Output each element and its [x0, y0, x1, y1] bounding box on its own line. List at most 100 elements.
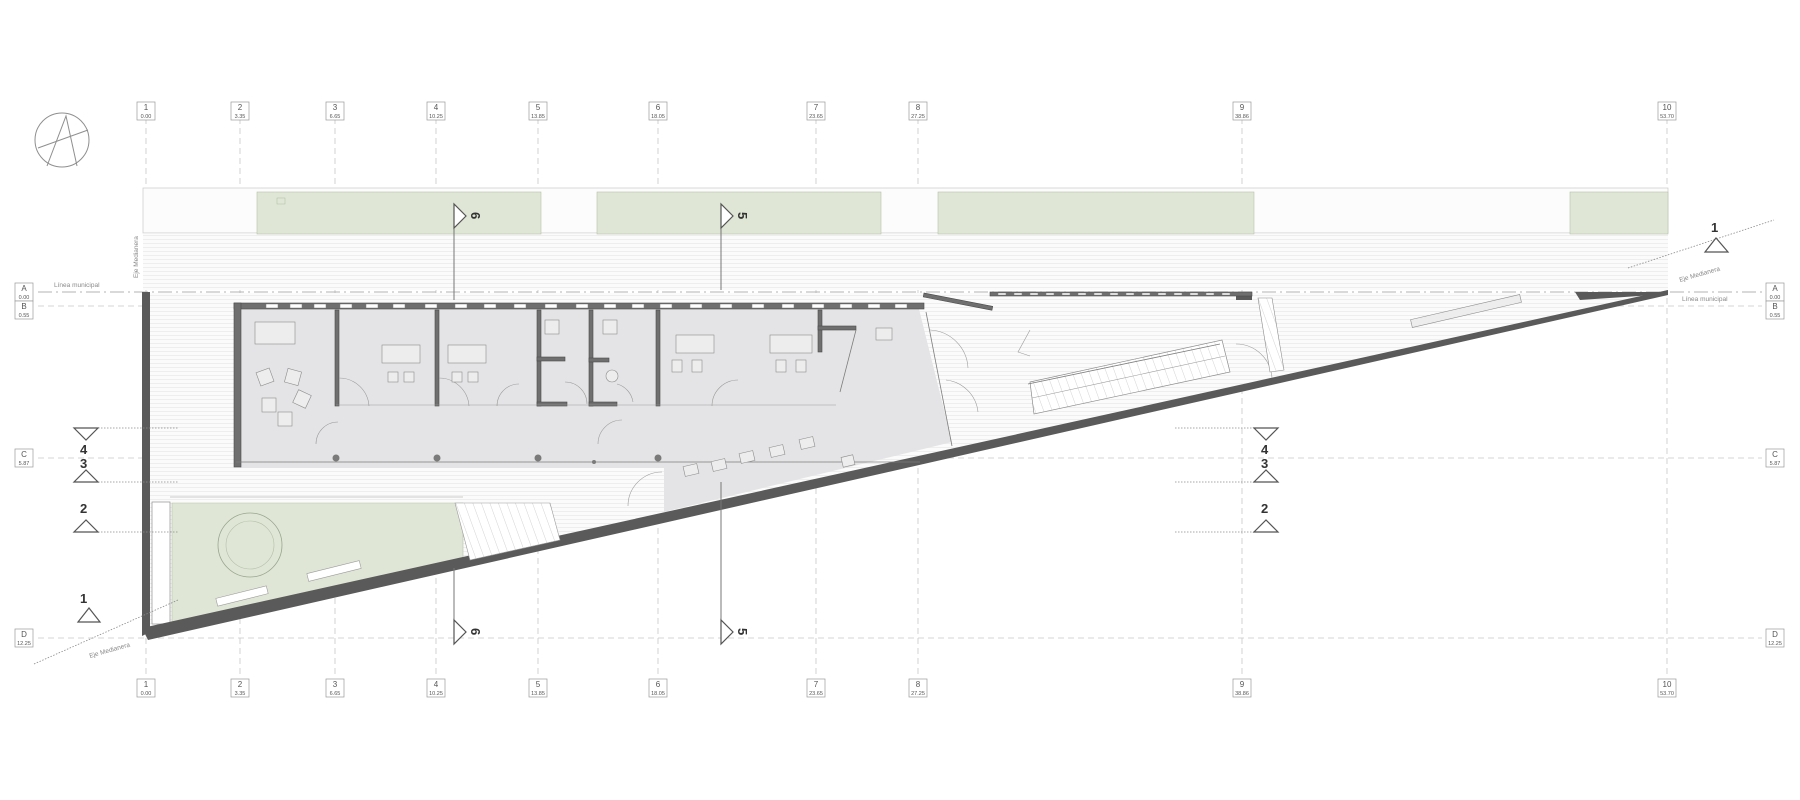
- grid-tag-3-bottom: 3 6.65: [325, 678, 345, 698]
- section-marker-4-right: 4: [1252, 427, 1280, 457]
- svg-text:5: 5: [735, 628, 750, 635]
- grid-tag-A-right: A 0.00: [1765, 282, 1785, 302]
- svg-text:9: 9: [1240, 680, 1245, 689]
- svg-text:6.65: 6.65: [330, 114, 341, 120]
- svg-text:C: C: [1772, 450, 1778, 459]
- svg-text:3: 3: [1261, 456, 1268, 471]
- grid-tag-C-left: C 5.87: [14, 448, 34, 468]
- svg-text:3: 3: [333, 680, 338, 689]
- svg-text:0.00: 0.00: [141, 114, 152, 120]
- grid-tag-4-bottom: 4 10.25: [426, 678, 446, 698]
- section-marker-1-bottom-left: 1: [76, 591, 102, 623]
- grid-tag-8-top: 8 27.25: [908, 101, 928, 121]
- grid-tag-C-right: C 5.87: [1765, 448, 1785, 468]
- svg-text:B: B: [21, 302, 26, 311]
- door-swings: [315, 329, 1273, 507]
- svg-text:23.65: 23.65: [809, 114, 823, 120]
- furniture: [254, 294, 1522, 477]
- svg-text:6: 6: [468, 212, 483, 219]
- row-tags-right: A 0.00 B 0.55 C 5.87 D 12.25: [1765, 282, 1785, 648]
- svg-text:10.25: 10.25: [429, 114, 443, 120]
- stairs: [454, 297, 1285, 561]
- svg-text:Eje Medianera: Eje Medianera: [133, 236, 140, 278]
- svg-text:3.35: 3.35: [235, 691, 246, 697]
- grid-tag-8-bottom: 8 27.25: [908, 678, 928, 698]
- svg-text:0.55: 0.55: [1770, 313, 1781, 319]
- grid-tag-2-bottom: 2 3.35: [230, 678, 250, 698]
- grid-tag-1-top: 1 0.00: [136, 101, 156, 121]
- svg-text:A: A: [21, 284, 27, 293]
- svg-text:7: 7: [814, 680, 819, 689]
- svg-text:1: 1: [144, 680, 149, 689]
- grid-tag-A-left: A 0.00: [14, 282, 34, 302]
- svg-text:3.35: 3.35: [235, 114, 246, 120]
- grid-tag-5-top: 5 13.85: [528, 101, 548, 121]
- svg-text:4: 4: [80, 442, 88, 457]
- svg-text:5.87: 5.87: [1770, 461, 1781, 467]
- section-marker-3-right: 3: [1252, 456, 1280, 483]
- grid-tag-7-top: 7 23.65: [806, 101, 826, 121]
- planter-3: [937, 191, 1255, 235]
- grid-tag-B-right: B 0.55: [1765, 300, 1785, 320]
- column-tags-bottom: 1 0.00 2 3.35 3 6.65 4 10.25 5 13.85 6 1…: [136, 678, 1677, 698]
- svg-text:Línea municipal: Línea municipal: [54, 282, 100, 289]
- svg-text:1: 1: [144, 103, 149, 112]
- svg-text:10: 10: [1663, 103, 1672, 112]
- svg-text:2: 2: [80, 501, 87, 516]
- svg-text:53.70: 53.70: [1660, 114, 1674, 120]
- svg-text:6: 6: [656, 680, 661, 689]
- svg-text:38.86: 38.86: [1235, 691, 1249, 697]
- svg-text:5: 5: [735, 212, 750, 219]
- grid-tag-3-top: 3 6.65: [325, 101, 345, 121]
- svg-text:1: 1: [80, 591, 87, 606]
- boundary-walls: [142, 290, 1668, 640]
- section-marker-2-right: 2: [1252, 501, 1280, 533]
- svg-text:0.00: 0.00: [141, 691, 152, 697]
- section-marker-6-top: 6: [453, 202, 483, 230]
- svg-text:12.25: 12.25: [17, 641, 31, 647]
- svg-text:10.25: 10.25: [429, 691, 443, 697]
- planters: [256, 191, 1669, 235]
- grid-tag-4-top: 4 10.25: [426, 101, 446, 121]
- svg-text:0.00: 0.00: [19, 295, 30, 301]
- svg-text:Eje Medianera: Eje Medianera: [1679, 266, 1722, 284]
- grid-tag-D-right: D 12.25: [1765, 628, 1785, 648]
- svg-text:3: 3: [80, 456, 87, 471]
- svg-text:7: 7: [814, 103, 819, 112]
- svg-text:5: 5: [536, 103, 541, 112]
- svg-text:D: D: [1772, 630, 1778, 639]
- grid-tag-6-bottom: 6 18.05: [648, 678, 668, 698]
- svg-text:6.65: 6.65: [330, 691, 341, 697]
- column-tags-top: 1 0.00 2 3.35 3 6.65 4 10.25 5 13.85 6 1…: [136, 101, 1677, 121]
- grid-tag-6-top: 6 18.05: [648, 101, 668, 121]
- grid-tag-B-left: B 0.55: [14, 300, 34, 320]
- svg-text:0.00: 0.00: [1770, 295, 1781, 301]
- svg-text:6: 6: [656, 103, 661, 112]
- svg-text:13.85: 13.85: [531, 114, 545, 120]
- svg-text:5.87: 5.87: [19, 461, 30, 467]
- section-markers: 1 1 4 3 2 4 3 2: [72, 202, 1730, 646]
- svg-text:4: 4: [1261, 442, 1269, 457]
- svg-text:10: 10: [1663, 680, 1672, 689]
- svg-text:18.05: 18.05: [651, 691, 665, 697]
- svg-text:D: D: [21, 630, 27, 639]
- section-marker-5-bottom: 5: [720, 618, 750, 646]
- planter-4: [1569, 191, 1669, 235]
- svg-text:8: 8: [916, 680, 921, 689]
- garden: [151, 496, 464, 625]
- grid-tag-5-bottom: 5 13.85: [528, 678, 548, 698]
- section-lines: [33, 208, 1775, 665]
- grid-tag-9-top: 9 38.86: [1232, 101, 1252, 121]
- grid-tag-2-top: 2 3.35: [230, 101, 250, 121]
- svg-text:Eje Medianera: Eje Medianera: [89, 642, 132, 660]
- section-marker-2-left: 2: [72, 501, 100, 533]
- grid-tag-10-top: 10 53.70: [1657, 101, 1677, 121]
- svg-text:2: 2: [238, 103, 243, 112]
- svg-text:18.05: 18.05: [651, 114, 665, 120]
- svg-text:4: 4: [434, 680, 439, 689]
- grid-tag-10-bottom: 10 53.70: [1657, 678, 1677, 698]
- section-marker-6-bottom: 6: [453, 618, 483, 646]
- svg-text:Línea municipal: Línea municipal: [1682, 296, 1728, 303]
- front-facade: [233, 291, 1253, 468]
